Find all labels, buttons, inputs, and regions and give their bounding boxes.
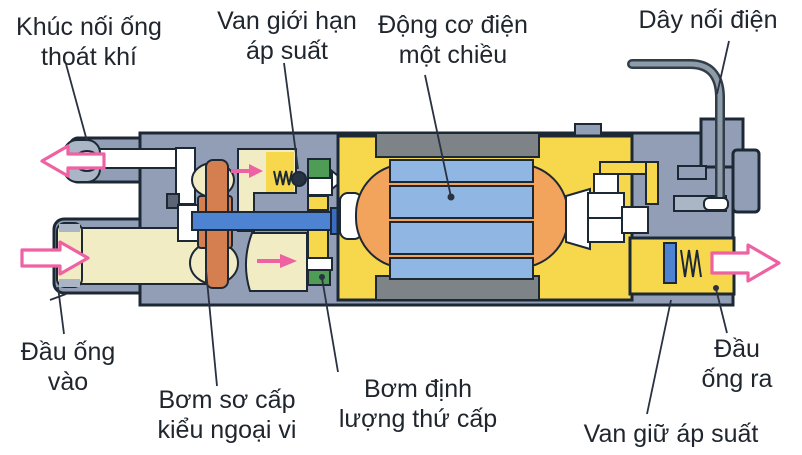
- leader-exhaust-connector: [65, 63, 88, 142]
- leader-inlet-tick: [49, 293, 67, 301]
- rotor-seat: [166, 193, 180, 209]
- secondary-pump-port: [306, 257, 333, 271]
- label-dc-motor: Động cơ điện một chiều: [378, 11, 528, 69]
- secondary-pump-seat: [307, 269, 331, 286]
- connector-stub: [677, 165, 707, 180]
- casing-top-bump: [574, 123, 602, 137]
- secondary-pump-block-top: [307, 195, 329, 211]
- limit-valve-ball: [291, 171, 307, 187]
- drive-shaft: [191, 207, 344, 235]
- pressure-limit-valve-graphic: [273, 158, 345, 196]
- inlet-cap-top: [59, 224, 80, 232]
- fuel-outlet-arrow: [710, 243, 781, 283]
- electrical-connector: [627, 59, 729, 212]
- primary-pump-graphic: [166, 159, 239, 289]
- motor-channel-v: [645, 161, 659, 205]
- fuel-inlet-arrow: [20, 240, 90, 276]
- check-valve-poppet: [663, 242, 677, 284]
- exhaust-out-arrow: [40, 144, 106, 178]
- wire-terminal: [703, 197, 729, 211]
- leader-dot-dc-motor: [447, 193, 455, 201]
- limit-valve-spring: [273, 170, 293, 186]
- leader-electric-wire: [716, 40, 730, 95]
- leader-pressure-limit-valve: [283, 62, 299, 170]
- limit-valve-port: [307, 177, 333, 196]
- leader-dot-secondary-pump: [319, 274, 325, 280]
- label-pressure-limit-valve: Van giới hạn áp suất: [217, 7, 357, 65]
- internal-flow-top: [249, 164, 263, 178]
- leader-dot-outlet-port: [713, 285, 719, 291]
- label-inlet-port: Đầu ống vào: [20, 338, 116, 396]
- inlet-cap-bottom: [59, 279, 80, 287]
- power-wire: [629, 61, 723, 199]
- leader-lines: [49, 40, 730, 415]
- leader-pressure-keep-valve: [646, 299, 672, 415]
- leader-dc-motor: [424, 74, 452, 198]
- dc-motor-graphic: [336, 132, 659, 302]
- leader-secondary-pump: [321, 277, 339, 373]
- brush-mid: [587, 192, 625, 219]
- limit-valve-seat: [307, 158, 331, 179]
- commutator: [565, 187, 591, 251]
- brush-low: [587, 217, 625, 243]
- winding-4: [389, 257, 534, 280]
- label-primary-pump: Bơm sơ cấp kiểu ngoại vi: [157, 386, 297, 444]
- winding-3: [389, 221, 534, 255]
- label-pressure-keep-valve: Van giữ áp suất: [583, 420, 759, 448]
- right-nub: [731, 148, 761, 214]
- brush-top: [593, 173, 619, 194]
- internal-flow-bottom: [280, 254, 297, 268]
- flow-arrows: [20, 144, 781, 283]
- shaft-bar: [191, 211, 336, 231]
- secondary-pump-graphic: [306, 195, 333, 286]
- label-outlet-port: Đầu ống ra: [701, 335, 773, 393]
- leader-outlet-port: [715, 288, 728, 334]
- leader-inlet-port: [57, 286, 65, 335]
- label-electric-wire: Dây nối điện: [638, 6, 778, 34]
- check-valve-spring: [680, 249, 702, 278]
- leader-primary-pump: [205, 269, 218, 387]
- magnet-top: [375, 132, 540, 158]
- label-secondary-pump: Bơm định lượng thứ cấp: [338, 375, 498, 433]
- winding-1: [389, 159, 534, 183]
- winding-2: [389, 185, 534, 219]
- secondary-pump-block: [307, 229, 329, 259]
- label-exhaust-connector: Khúc nối ống thoát khí: [16, 13, 162, 71]
- brush-holder: [621, 206, 649, 234]
